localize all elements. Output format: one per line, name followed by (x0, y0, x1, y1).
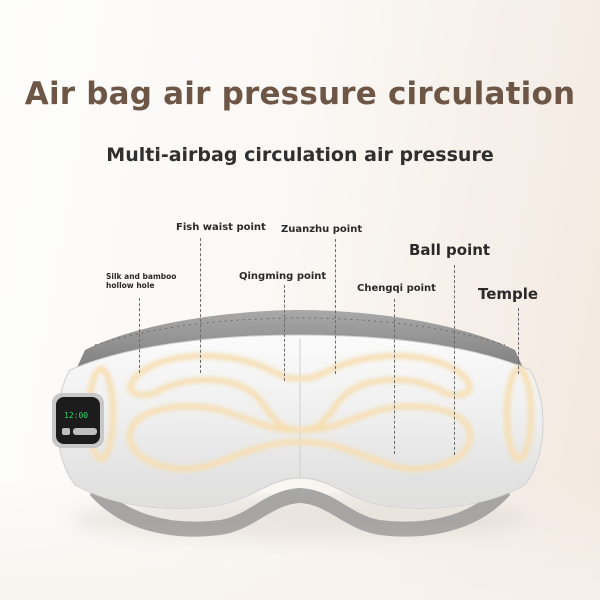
leader-ball (454, 265, 455, 455)
power-button[interactable] (62, 428, 70, 435)
leader-temple (518, 308, 519, 374)
callout-ball: Ball point (409, 241, 491, 259)
top-padding (75, 310, 525, 372)
airbag-paths (86, 352, 534, 472)
callout-silk-bamboo: Silk and bamboo hollow hole (106, 272, 176, 290)
callout-fish-waist: Fish waist point (176, 222, 266, 233)
subheadline: Multi-airbag circulation air pressure (106, 144, 494, 166)
leader-silk-bamboo (139, 298, 140, 373)
callout-temple: Temple (478, 285, 539, 303)
callout-chengqi: Chengqi point (357, 283, 436, 294)
callout-zuanzhu: Zuanzhu point (281, 224, 363, 235)
control-panel: 12:00 (52, 393, 104, 448)
led-display: 12:00 (64, 411, 88, 420)
leader-fish-waist (200, 238, 201, 373)
callout-silk-bamboo-line1: Silk and bamboo (106, 272, 177, 281)
callout-silk-bamboo-line2: hollow hole (106, 281, 155, 290)
headline: Air bag air pressure circulation (24, 76, 576, 112)
bottom-padding (90, 480, 510, 537)
leader-chengqi (394, 299, 395, 454)
callout-qingming: Qingming point (239, 271, 327, 282)
leader-qingming (284, 285, 285, 381)
mode-buttons[interactable] (73, 428, 97, 435)
leader-zuanzhu (335, 239, 336, 374)
